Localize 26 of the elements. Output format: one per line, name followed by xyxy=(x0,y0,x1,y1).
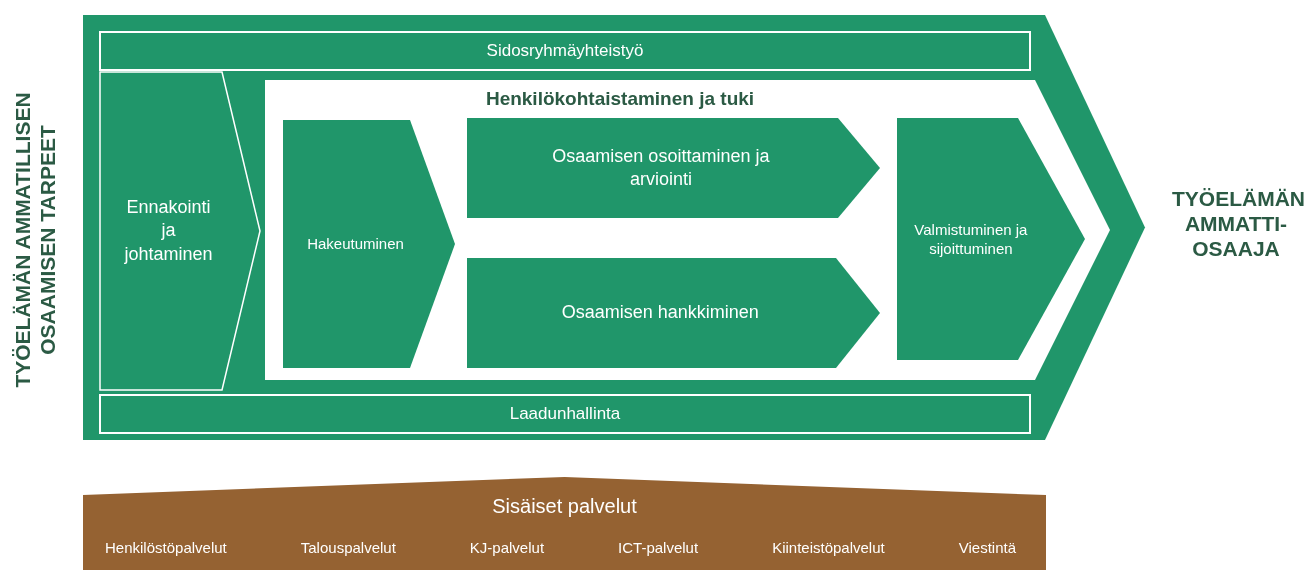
box-label: Osaamisen osoittaminen ja arviointi xyxy=(551,144,771,191)
box-label: Valmistuminen ja sijoittuminen xyxy=(913,219,1029,259)
chevron-box xyxy=(467,118,880,218)
band-box xyxy=(100,32,1030,70)
service-label: ICT-palvelut xyxy=(618,539,699,556)
service-label: Viestintä xyxy=(958,539,1016,556)
box-label: Sidosryhmäyhteistyö xyxy=(486,39,644,62)
roof-band xyxy=(83,477,1046,570)
service-label: KJ-palvelut xyxy=(469,539,545,556)
panel xyxy=(265,80,1110,380)
chevron-box xyxy=(283,120,455,368)
box-label: Ennakointi ja johtaminen xyxy=(123,195,214,266)
box-label: Laadunhallinta xyxy=(509,402,621,425)
chevron-box xyxy=(467,258,880,368)
box-label: Osaamisen hankkiminen xyxy=(561,301,759,325)
service-label: Kiinteistöpalvelut xyxy=(772,539,885,556)
chevron-box xyxy=(897,118,1085,360)
chevron-box xyxy=(100,72,260,390)
band-box xyxy=(100,395,1030,433)
chevron-shape xyxy=(83,15,1145,440)
box-label: Hakeutuminen xyxy=(307,234,404,254)
service-label: Henkilöstöpalvelut xyxy=(105,539,227,556)
side-label: TYÖELÄMÄN AMMATILLISEN OSAAMISEN TARPEET xyxy=(10,91,61,390)
section-title: Sisäiset palvelut xyxy=(492,495,637,518)
service-label: Talouspalvelut xyxy=(300,539,396,556)
panel-heading: Henkilökohtaistaminen ja tuki xyxy=(485,88,755,110)
